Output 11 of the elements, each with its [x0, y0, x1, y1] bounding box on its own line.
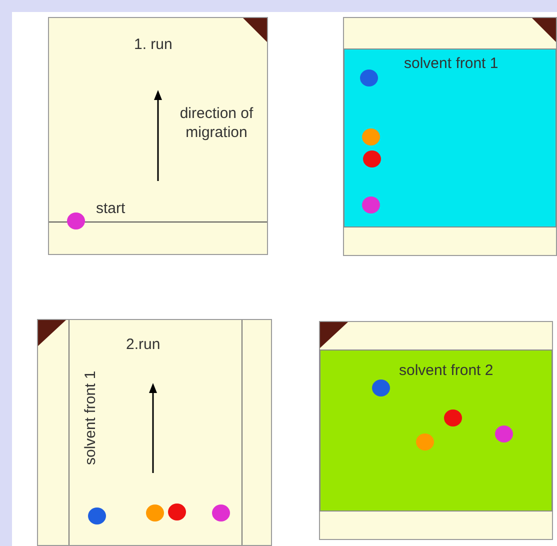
plate-label: direction of migration — [178, 104, 254, 142]
chromatography-plate — [319, 321, 553, 540]
plate-label: 1. run — [134, 35, 172, 54]
chromatography-plate — [343, 17, 557, 256]
plate-label: 2.run — [126, 335, 160, 354]
plate-label: solvent front 2 — [399, 361, 494, 380]
plate-label: start — [96, 199, 126, 218]
plate-label: solvent front 1 — [81, 370, 100, 465]
chromatography-plate — [37, 319, 272, 546]
chromatography-plate — [48, 17, 268, 255]
plate-label: solvent front 1 — [404, 54, 498, 73]
